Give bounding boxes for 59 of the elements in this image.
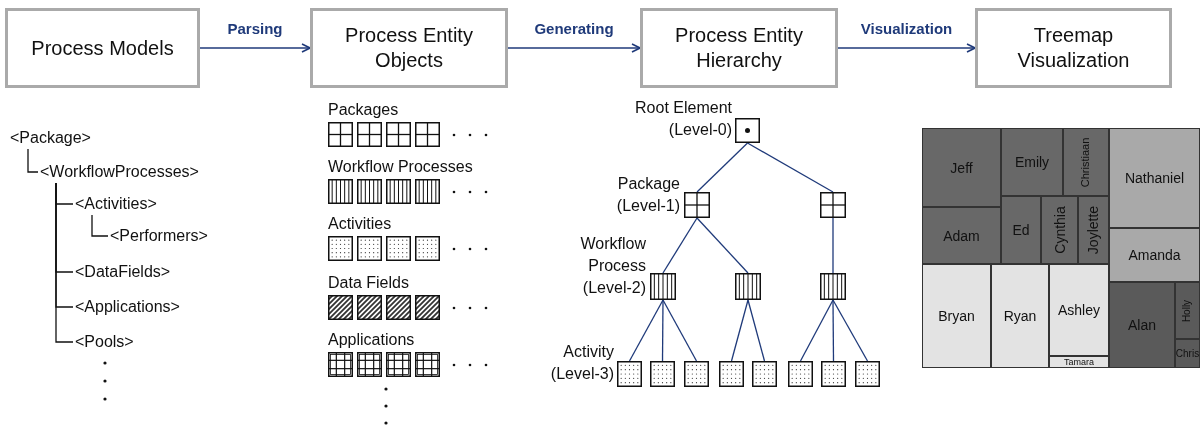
treemap-tile: Jeff xyxy=(922,128,1001,207)
xml-tag: <DataFields> xyxy=(75,261,171,283)
connector-line xyxy=(91,214,109,237)
treemap-tile: Amanda xyxy=(1109,228,1200,282)
treemap-tile: Bryan xyxy=(922,264,991,368)
level-label: Workflow Process (Level-2) xyxy=(579,234,646,298)
connector-line xyxy=(696,217,749,274)
xml-tag: <Activities> xyxy=(75,193,157,215)
arrow xyxy=(199,43,311,53)
process-box xyxy=(975,8,1172,88)
process-title: Treemap Visualization xyxy=(1016,23,1131,73)
xml-tag: <Applications> xyxy=(75,296,180,318)
arrow xyxy=(837,43,976,53)
treemap-tile: Ed xyxy=(1001,196,1041,264)
treemap-tile: Emily xyxy=(1001,128,1063,196)
process-title: Process Models xyxy=(31,35,174,61)
treemap-tile: Nathaniel xyxy=(1109,128,1200,228)
arrow xyxy=(507,43,641,53)
connector-line xyxy=(832,299,835,362)
process-title: Process Entity Objects xyxy=(344,23,474,73)
connector-line xyxy=(628,299,664,362)
treemap-tile: Alan xyxy=(1109,282,1175,368)
connector-line xyxy=(662,217,698,274)
treemap-tile: Cynthia xyxy=(1041,196,1078,264)
category-label: Applications xyxy=(328,330,415,350)
category-label: Workflow Processes xyxy=(328,157,473,177)
connector-line xyxy=(730,299,749,362)
connector-line xyxy=(696,142,749,193)
connector-line xyxy=(832,299,869,362)
treemap-tile: Holly xyxy=(1175,282,1200,339)
process-box xyxy=(5,8,200,88)
level-label: Package (Level-1) xyxy=(615,174,680,216)
treemap-tile: Tamara xyxy=(1049,356,1109,368)
xml-tag: <Pools> xyxy=(75,331,134,353)
connector-line xyxy=(747,299,766,362)
connector-line xyxy=(799,299,834,362)
process-title: Process Entity Hierarchy xyxy=(674,23,804,73)
connector-line xyxy=(746,142,834,193)
treemap-tile: Ryan xyxy=(991,264,1049,368)
process-box xyxy=(310,8,508,88)
connector-line xyxy=(832,217,834,274)
treemap-tile: Christiaan xyxy=(1063,128,1109,196)
treemap-tile: Joylette xyxy=(1078,196,1109,264)
connector-line xyxy=(55,182,74,343)
category-label: Data Fields xyxy=(328,273,409,293)
level-label: Root Element (Level-0) xyxy=(634,98,732,140)
connector-line xyxy=(27,148,39,173)
treemap-tile: Adam xyxy=(922,207,1001,264)
xml-tag: <Package> xyxy=(10,127,91,149)
category-label: Packages xyxy=(328,100,399,120)
category-label: Activities xyxy=(328,214,392,234)
treemap-tile: Ashley xyxy=(1049,264,1109,356)
treemap-tile: Chris xyxy=(1175,339,1200,368)
xml-tag: <WorkflowProcesses> xyxy=(40,161,199,183)
xml-tag: <Performers> xyxy=(110,225,208,247)
process-box xyxy=(640,8,838,88)
connector-line xyxy=(662,299,698,362)
level-label: Activity (Level-3) xyxy=(549,342,614,384)
connector-line xyxy=(661,299,664,362)
